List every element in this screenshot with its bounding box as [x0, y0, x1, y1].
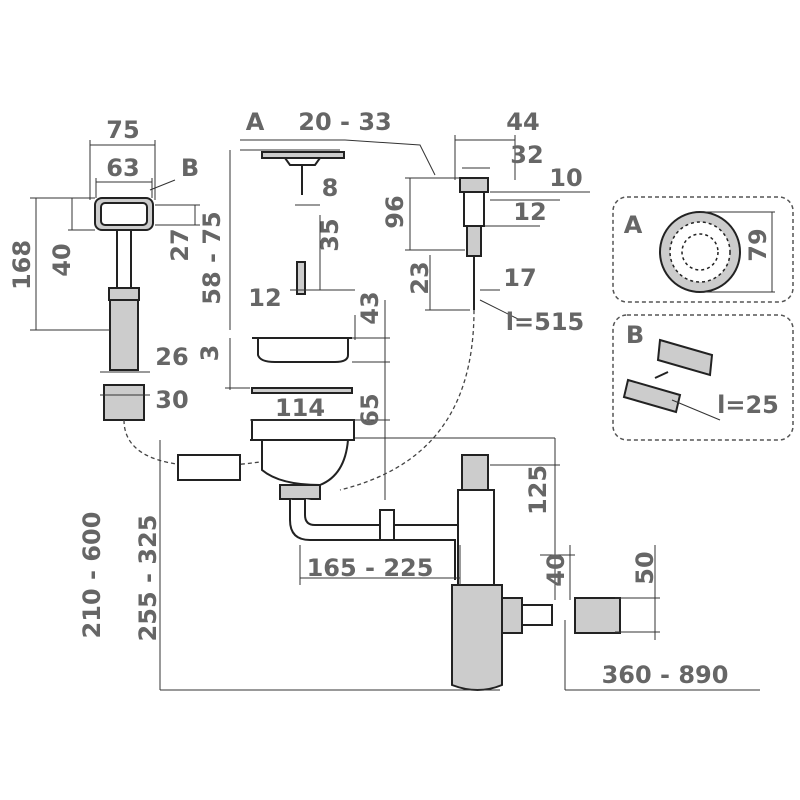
- siphon-dimensions: 125 165 - 225 40 50 255 - 325 360 - 890: [134, 437, 760, 691]
- dim-125: 125: [524, 465, 552, 515]
- dim-35: 35: [316, 218, 344, 251]
- dim-3: 3: [196, 345, 224, 362]
- detail-a: A 79: [612, 196, 794, 303]
- siphon-assembly: [289, 454, 621, 691]
- dim-26: 26: [155, 343, 188, 371]
- dim-17: 17: [503, 264, 536, 292]
- dim-79: 79: [744, 228, 772, 261]
- dim-30: 30: [155, 386, 188, 414]
- dim-12b: 12: [513, 198, 546, 226]
- dim-27: 27: [166, 228, 194, 261]
- dim-20-33: 20 - 33: [298, 108, 391, 136]
- label-a: A: [246, 108, 265, 136]
- dim-12: 12: [248, 284, 281, 312]
- label-b: B: [181, 154, 199, 182]
- dim-40b: 40: [542, 553, 570, 586]
- dim-23: 23: [406, 261, 434, 294]
- dim-43: 43: [356, 291, 384, 324]
- dim-l25: l=25: [717, 391, 779, 419]
- dim-168: 168: [8, 240, 36, 290]
- dim-40: 40: [48, 243, 76, 276]
- dim-360-890: 360 - 890: [602, 661, 729, 689]
- dim-8: 8: [322, 174, 339, 202]
- overflow-assembly: [94, 197, 261, 467]
- dim-10: 10: [549, 164, 582, 192]
- dim-255-325: 255 - 325: [134, 515, 162, 642]
- dim-114: 114: [275, 394, 325, 422]
- plug-dimensions: A 20 - 33 8 35 12 43 3 114 65: [196, 108, 436, 500]
- plug-assembly: [177, 151, 355, 500]
- dim-58-75: 58 - 75: [198, 211, 226, 304]
- dim-96: 96: [381, 195, 409, 228]
- dim-50: 50: [631, 551, 659, 584]
- detail-a-label: A: [624, 211, 643, 239]
- dim-165-225: 165 - 225: [307, 554, 434, 582]
- dim-32: 32: [510, 141, 543, 169]
- dim-44: 44: [506, 108, 539, 136]
- dim-210-600: 210 - 600: [78, 512, 106, 639]
- dim-65: 65: [356, 393, 384, 426]
- detail-b-label: B: [626, 321, 644, 349]
- dim-63: 63: [106, 154, 139, 182]
- button-assembly: [339, 177, 489, 491]
- cable-length: l=515: [506, 308, 584, 336]
- overflow-dimensions: 75 63 B 168 40 27 58 - 75 26 30 210 - 60…: [8, 116, 340, 638]
- button-dimensions: 44 32 10 96 12 23 17 l=515: [381, 108, 590, 336]
- dim-75: 75: [106, 116, 139, 144]
- detail-b: B l=25: [612, 314, 794, 441]
